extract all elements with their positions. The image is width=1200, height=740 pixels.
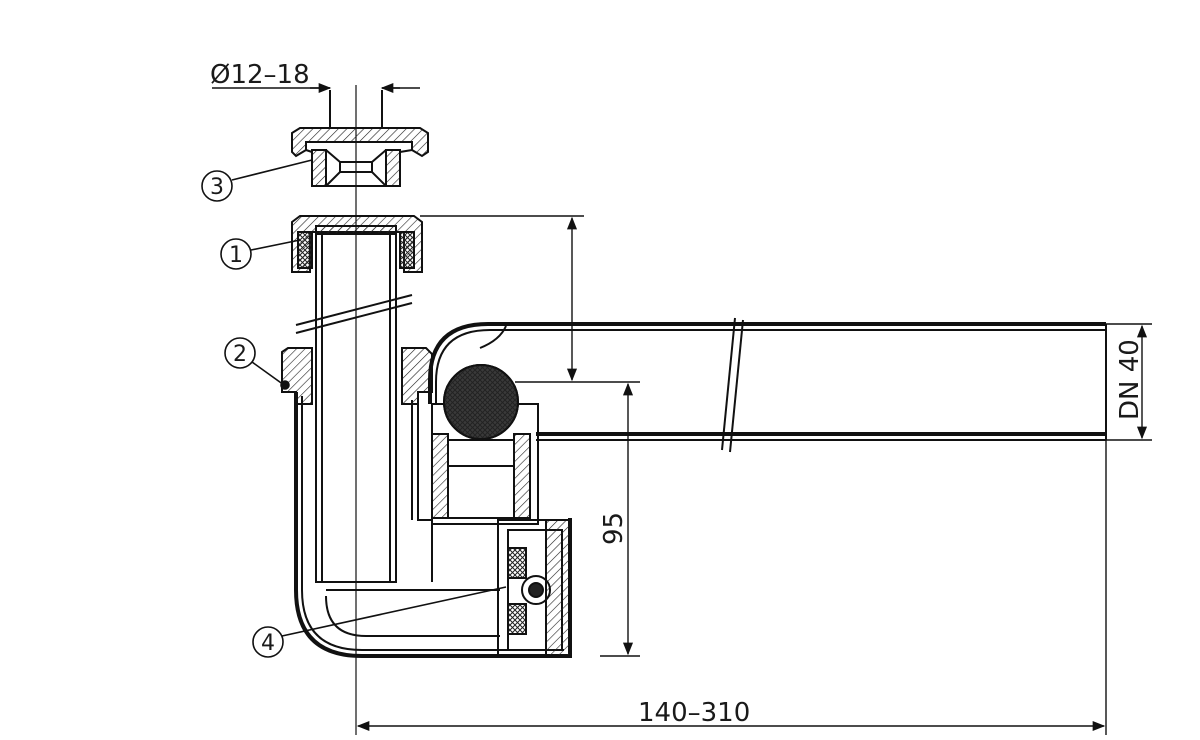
- pipe-size-label: DN 40: [1115, 339, 1145, 420]
- callout-1: [220, 238, 301, 270]
- diameter-label: Ø12–18: [210, 60, 310, 90]
- check-valve: [431, 364, 539, 525]
- pipe-size-dimension: [1106, 323, 1152, 441]
- sleeve-nut: [281, 347, 433, 405]
- callout-1-number: 1: [229, 243, 243, 268]
- callout-2-number: 2: [233, 342, 247, 367]
- callout-3-number: 3: [210, 175, 224, 200]
- break-lines: [295, 294, 744, 453]
- height-label: 95: [599, 512, 629, 545]
- length-dimension: [356, 440, 1107, 735]
- callout-4: [252, 586, 507, 658]
- length-label: 140–310: [638, 698, 750, 728]
- appliance-connector: [507, 519, 571, 657]
- callout-3: [201, 159, 313, 202]
- hose-connector-cap: [291, 90, 429, 187]
- upper-nut: [291, 215, 423, 273]
- callout-2: [224, 337, 290, 390]
- dip-tube: [315, 225, 397, 583]
- callout-4-number: 4: [261, 631, 275, 656]
- height-dimension: [420, 215, 640, 657]
